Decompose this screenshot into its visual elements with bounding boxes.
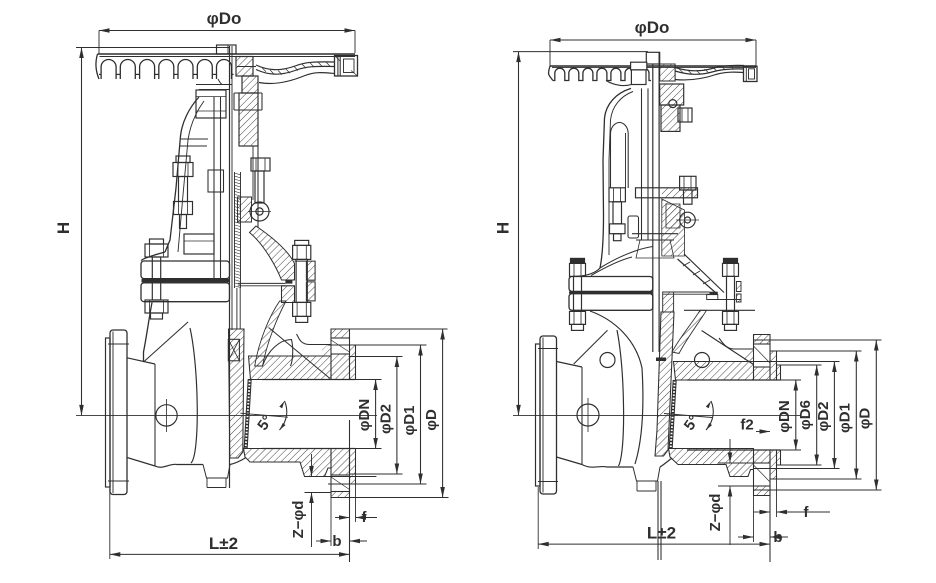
svg-text:L±2: L±2 — [209, 534, 238, 553]
svg-text:φDN: φDN — [776, 400, 793, 432]
svg-text:φD2: φD2 — [815, 402, 832, 432]
svg-text:φDN: φDN — [356, 399, 373, 431]
svg-text:φDo: φDo — [207, 9, 242, 28]
svg-text:φD1: φD1 — [837, 403, 854, 433]
svg-text:φDo: φDo — [635, 18, 670, 37]
svg-text:φD2: φD2 — [377, 404, 394, 434]
svg-text:f: f — [804, 504, 810, 521]
svg-text:φD1: φD1 — [401, 406, 418, 436]
svg-text:φD: φD — [423, 409, 440, 431]
svg-text:φD: φD — [857, 408, 874, 430]
svg-text:H: H — [494, 222, 513, 234]
svg-text:b: b — [332, 533, 341, 550]
svg-text:f2: f2 — [740, 417, 753, 434]
svg-text:φD6: φD6 — [797, 400, 814, 430]
svg-text:Z−φd: Z−φd — [290, 501, 307, 539]
svg-text:b: b — [773, 529, 782, 546]
svg-text:H: H — [54, 222, 73, 234]
svg-text:f: f — [362, 509, 368, 526]
svg-text:Z−φd: Z−φd — [707, 494, 724, 532]
svg-text:L±2: L±2 — [647, 524, 676, 543]
